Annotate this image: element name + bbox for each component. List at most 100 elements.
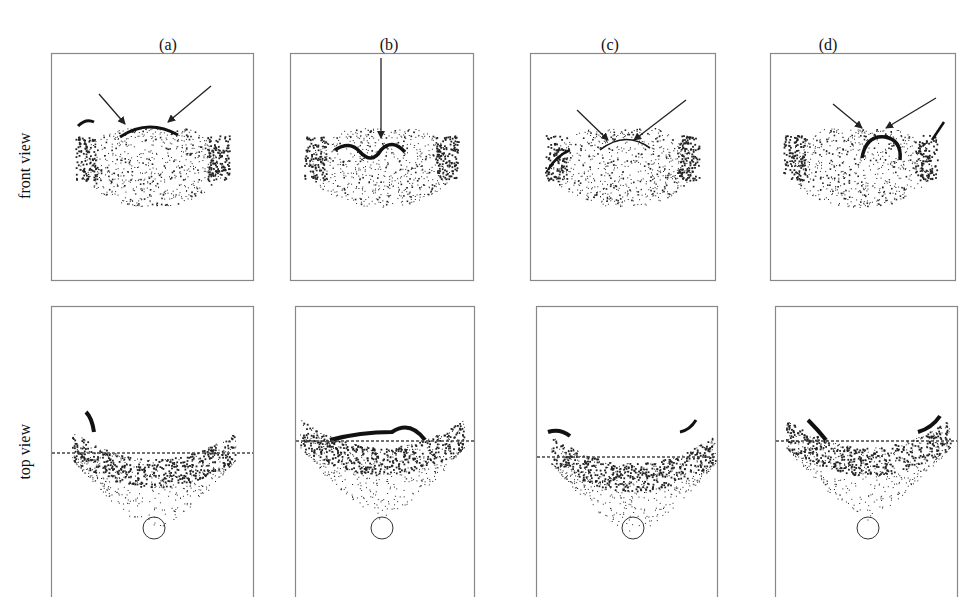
particle [610,184,612,186]
particle [399,195,400,196]
particle [403,195,405,197]
particle [616,204,617,205]
particle [576,134,577,135]
particle [198,151,200,153]
particle [210,145,212,147]
particle [570,144,571,145]
particle [414,145,415,146]
particle [354,142,355,143]
particle [108,165,109,166]
particle [209,146,210,147]
particle [368,134,370,136]
particle [85,158,86,159]
particle [348,194,349,195]
particle [141,188,142,189]
particle [438,154,440,156]
particle [624,134,625,135]
particle [135,131,136,132]
particle [605,166,606,167]
particle [610,200,611,201]
particle [320,156,322,158]
particle [80,166,81,167]
particle [665,177,667,179]
particle [343,161,345,163]
particle [401,136,402,137]
particle [599,148,600,149]
particle [457,162,459,164]
particle [609,196,610,197]
particle [190,153,192,155]
particle [162,172,163,173]
particle [139,136,140,137]
particle [207,156,209,158]
particle [451,170,453,172]
particle [373,193,374,194]
particle [212,174,214,176]
particle [229,150,231,152]
particle [660,140,661,141]
particle [407,194,408,195]
particle [368,182,370,184]
particle [112,191,113,192]
particle [660,172,661,173]
particle [669,196,670,197]
particle [608,130,609,131]
particle [389,176,390,177]
particle [135,137,136,138]
particle [111,183,112,184]
particle [174,139,175,140]
particle [443,152,445,154]
particle [369,203,370,204]
particle [207,178,209,180]
particle [602,157,604,159]
particle [216,140,218,142]
particle [322,158,324,160]
particle [368,130,369,131]
particle [212,162,214,164]
particle [436,137,438,139]
particle [358,170,359,171]
particle [638,143,639,144]
particle [588,197,589,198]
particle [101,145,102,146]
particle [411,202,412,203]
particle [429,172,431,174]
particle [342,164,344,166]
particle [153,141,154,142]
particle [168,155,169,156]
particle [186,159,187,160]
particle [326,153,328,155]
particle [350,141,351,142]
particle [457,149,459,151]
particle [313,175,314,176]
particle [129,181,130,182]
particle [93,151,95,153]
particle [186,190,187,191]
particle [362,189,363,190]
particle [609,159,610,160]
particle [676,191,678,193]
particle [349,160,351,162]
particle [184,200,185,201]
particle [360,145,361,146]
particle [446,183,447,184]
particle [96,183,97,184]
particle [669,152,670,153]
particle [211,184,213,186]
particle [153,145,154,146]
particle [184,136,185,137]
particle [399,190,400,191]
particle [597,186,598,187]
particle [438,183,439,184]
particle [363,167,364,168]
particle [372,201,373,202]
particle [205,177,206,178]
particle [407,173,408,174]
particle [430,157,431,158]
particle [313,173,314,174]
particle [214,144,216,146]
particle [118,168,119,169]
particle [613,135,614,136]
particle [120,163,121,164]
particle [651,164,652,165]
